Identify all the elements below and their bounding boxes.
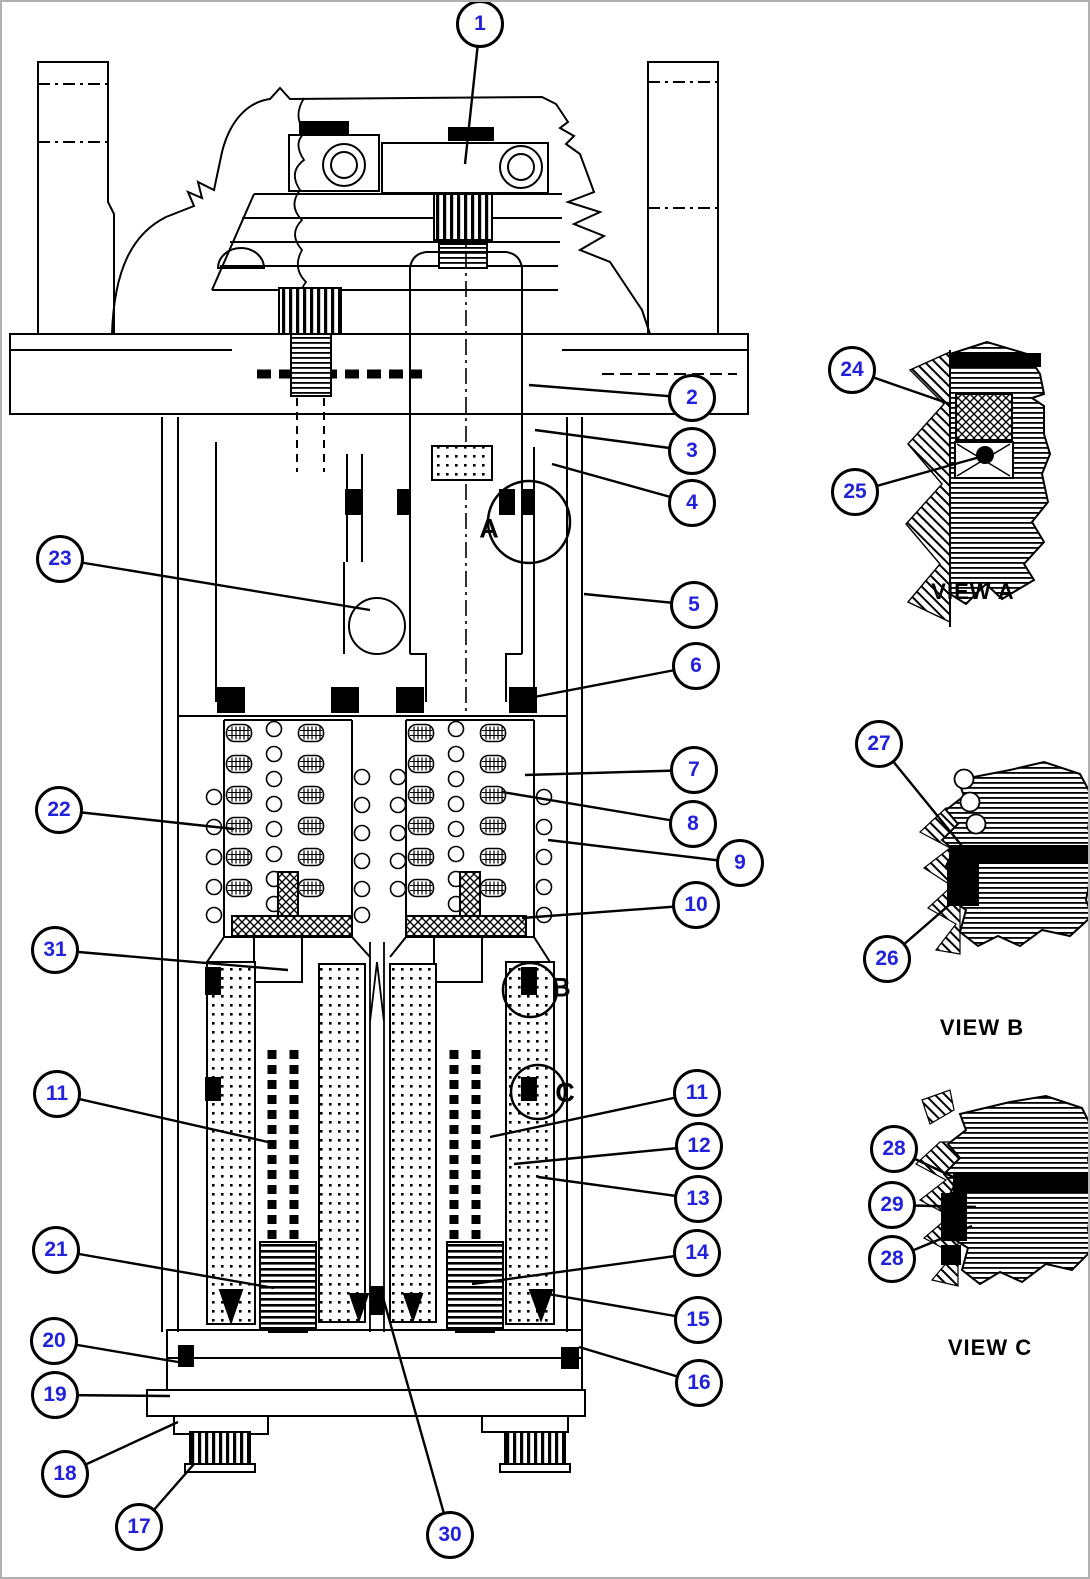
callout-27-balloon[interactable]: 27 [855,720,903,768]
callout-25-balloon[interactable]: 25 [831,468,879,516]
leader-line-30 [380,1293,452,1536]
section-marker-a: A [479,513,499,544]
callout-18-balloon[interactable]: 18 [41,1450,89,1498]
callout-22-balloon[interactable]: 22 [35,786,83,834]
callout-19-balloon[interactable]: 19 [31,1371,79,1419]
callout-1-balloon[interactable]: 1 [456,2,504,48]
view-b-label: VIEW B [939,1015,1025,1040]
top-right-post [647,61,719,334]
base-assembly [146,1329,586,1473]
ball-and-channel [343,454,535,655]
view-b-art [918,760,1088,955]
callout-15-balloon[interactable]: 15 [674,1296,722,1344]
callout-23-balloon[interactable]: 23 [36,535,84,583]
seal-row [217,687,537,713]
callout-2-balloon[interactable]: 2 [668,374,716,422]
callout-24-balloon[interactable]: 24 [828,346,876,394]
callout-26-balloon[interactable]: 26 [863,935,911,983]
view-c-art [914,1089,1088,1287]
leader-line-13 [537,1175,699,1201]
striped-cylinders [259,1241,504,1333]
callout-9-balloon[interactable]: 9 [716,839,764,887]
central-needle [369,942,385,1332]
leader-line-21 [55,1248,275,1290]
leader-line-23 [59,557,371,612]
leader-line-2 [528,383,693,400]
callout-20-balloon[interactable]: 20 [30,1317,78,1365]
view-a-label: VIEW A [931,579,1015,604]
top-left-post [37,61,115,334]
mounting-flange [9,333,749,415]
callout-21-balloon[interactable]: 21 [32,1226,80,1274]
callout-29-balloon[interactable]: 29 [868,1181,916,1229]
callout-30-balloon[interactable]: 30 [426,1511,474,1559]
callout-3-balloon[interactable]: 3 [668,427,716,475]
callout-10-balloon[interactable]: 10 [672,881,720,929]
callout-28-balloon[interactable]: 28 [868,1235,916,1283]
central-shaft [409,194,523,712]
callout-28-balloon[interactable]: 28 [870,1125,918,1173]
callout-14-balloon[interactable]: 14 [673,1229,721,1277]
leader-line-27 [878,743,976,863]
callout-17-balloon[interactable]: 17 [115,1503,163,1551]
leader-line-22 [58,808,235,831]
callout-12-balloon[interactable]: 12 [675,1122,723,1170]
leader-line-10 [521,903,697,920]
splined-stack [433,193,493,269]
leader-line-12 [513,1144,700,1166]
callout-11-balloon[interactable]: 11 [33,1070,81,1118]
rocker-cap [288,121,549,194]
leader-line-8 [501,790,694,826]
leader-line-14 [471,1251,698,1286]
left-threaded-plug [216,247,342,472]
leader-line-31 [54,948,289,972]
callout-8-balloon[interactable]: 8 [669,800,717,848]
clutch-hub [206,936,551,983]
view-c-label: VIEW C [947,1335,1033,1360]
callout-11-balloon[interactable]: 11 [673,1069,721,1117]
callout-4-balloon[interactable]: 4 [668,479,716,527]
callout-16-balloon[interactable]: 16 [675,1359,723,1407]
leader-line-15 [547,1292,699,1322]
callout-5-balloon[interactable]: 5 [670,581,718,629]
leader-line-3 [534,428,693,453]
callout-31-balloon[interactable]: 31 [31,926,79,974]
leader-line-7 [524,768,695,777]
leader-line-9 [547,838,741,865]
section-marker-circles [486,479,572,1121]
leader-line-11 [56,1092,269,1144]
callout-6-balloon[interactable]: 6 [672,642,720,690]
callout-13-balloon[interactable]: 13 [674,1175,722,1223]
leader-line-11 [489,1091,698,1139]
section-marker-b: B [551,972,571,1003]
section-marker-c: C [555,1077,575,1108]
callout-7-balloon[interactable]: 7 [670,746,718,794]
spool-columns [205,961,555,1326]
view-a-art [905,340,1052,627]
leader-line-6 [533,664,697,699]
spring-chains [267,1050,481,1242]
